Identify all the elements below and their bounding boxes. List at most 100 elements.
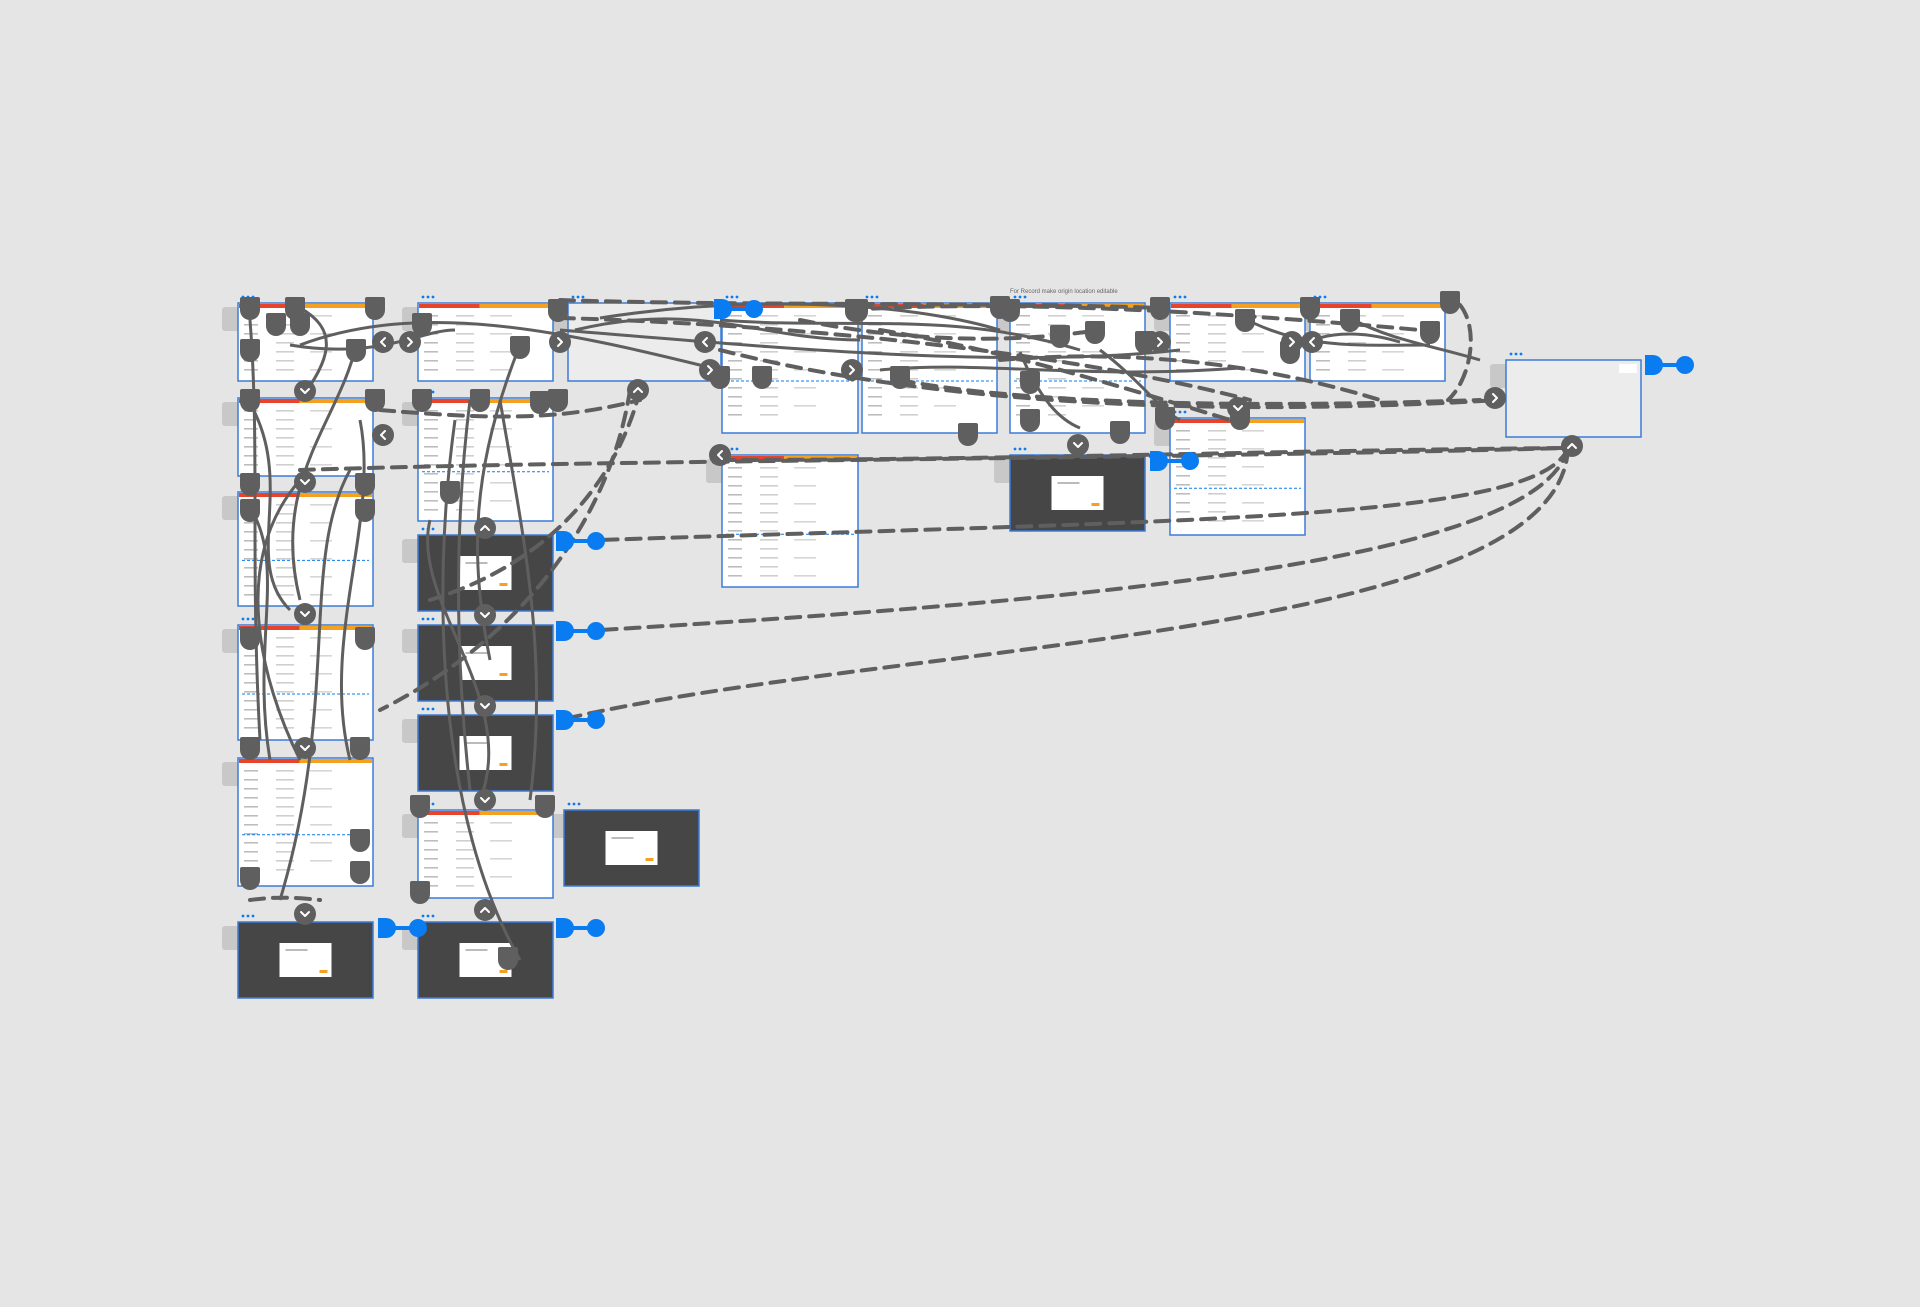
artboard-14 xyxy=(563,802,700,887)
text-line xyxy=(276,419,294,421)
plug-icon xyxy=(535,795,555,818)
plug-icon xyxy=(240,297,260,320)
text-line xyxy=(456,885,474,887)
plug-icon xyxy=(240,389,260,412)
nav-button xyxy=(1561,435,1583,457)
text-line xyxy=(244,718,258,720)
text-line xyxy=(310,806,332,808)
text-line xyxy=(1082,351,1104,353)
text-line xyxy=(728,405,742,407)
text-line xyxy=(244,446,258,448)
text-line xyxy=(794,575,816,577)
connectors xyxy=(240,291,1460,970)
plug-icon xyxy=(355,473,375,496)
plug-icon xyxy=(1440,291,1460,314)
pin-handle-icon xyxy=(378,918,427,938)
nav-button xyxy=(1067,434,1089,456)
text-line xyxy=(244,824,258,826)
chevron-left-icon xyxy=(380,337,386,347)
text-line xyxy=(1316,369,1330,371)
header-bar xyxy=(299,759,372,763)
wire-solid xyxy=(278,469,352,901)
text-line xyxy=(244,797,258,799)
text-line xyxy=(728,521,742,523)
text-line xyxy=(424,428,438,430)
text-line xyxy=(1316,315,1330,317)
text-line xyxy=(244,419,258,421)
wire-dashed xyxy=(378,388,632,712)
text-line xyxy=(244,709,258,711)
chevron-down-icon xyxy=(300,911,310,917)
text-line xyxy=(1382,315,1404,317)
text-line xyxy=(424,419,438,421)
text-line xyxy=(1176,511,1190,513)
text-line xyxy=(1208,457,1226,459)
header-bar xyxy=(239,304,300,308)
text-line xyxy=(1176,333,1190,335)
ellipsis-icon xyxy=(421,707,435,711)
plug-icon xyxy=(240,499,260,522)
text-line xyxy=(456,500,474,502)
text-line xyxy=(794,521,816,523)
chevron-up-icon xyxy=(1567,443,1577,449)
wire-dashed xyxy=(428,388,642,602)
text-line xyxy=(276,369,294,371)
text-line xyxy=(794,369,816,371)
chevron-down-icon xyxy=(1233,405,1243,411)
text-line xyxy=(760,476,778,478)
text-line xyxy=(728,485,742,487)
chevron-down-icon xyxy=(480,797,490,803)
text-line xyxy=(1316,360,1330,362)
chevron-down-icon xyxy=(300,611,310,617)
nav-button xyxy=(294,903,316,925)
nav-button xyxy=(294,737,316,759)
text-line xyxy=(456,491,474,493)
text-line xyxy=(244,700,258,702)
nav-button xyxy=(372,424,394,446)
text-line xyxy=(1016,315,1030,317)
text-line xyxy=(276,815,294,817)
plug-icon xyxy=(752,366,772,389)
ellipsis-icon xyxy=(865,295,879,299)
text-line xyxy=(728,566,742,568)
text-line xyxy=(1048,378,1066,380)
header-bar xyxy=(419,811,480,815)
text-line xyxy=(244,682,258,684)
text-line xyxy=(868,405,882,407)
text-line xyxy=(1242,333,1264,335)
text-line xyxy=(728,575,742,577)
text-line xyxy=(760,503,778,505)
wire-solid xyxy=(456,399,472,791)
text-line xyxy=(244,842,258,844)
text-line xyxy=(244,815,258,817)
modal-button xyxy=(499,583,508,586)
artboard-21 xyxy=(721,447,859,588)
text-line xyxy=(868,414,882,416)
text-line xyxy=(424,831,438,833)
wire-solid xyxy=(498,399,539,801)
text-line xyxy=(276,797,294,799)
chevron-up-icon xyxy=(480,907,490,913)
text-line xyxy=(456,858,474,860)
text-line xyxy=(760,351,778,353)
text-line xyxy=(244,673,258,675)
artboard-shadow xyxy=(222,629,240,653)
plug-icon xyxy=(1000,299,1020,322)
text-line xyxy=(794,539,816,541)
text-line xyxy=(1242,502,1264,504)
text-line xyxy=(868,315,882,317)
plug-icon xyxy=(350,829,370,852)
text-line xyxy=(1048,324,1066,326)
artboard-shadow xyxy=(402,814,420,838)
artboard-frame xyxy=(1505,359,1642,438)
text-line xyxy=(728,414,742,416)
text-line xyxy=(728,512,742,514)
plug-icon xyxy=(412,389,432,412)
text-line xyxy=(310,540,332,542)
text-line xyxy=(868,342,882,344)
wire-dashed xyxy=(898,378,1482,406)
text-line xyxy=(276,410,294,412)
text-line xyxy=(1048,396,1066,398)
text-line xyxy=(490,464,512,466)
